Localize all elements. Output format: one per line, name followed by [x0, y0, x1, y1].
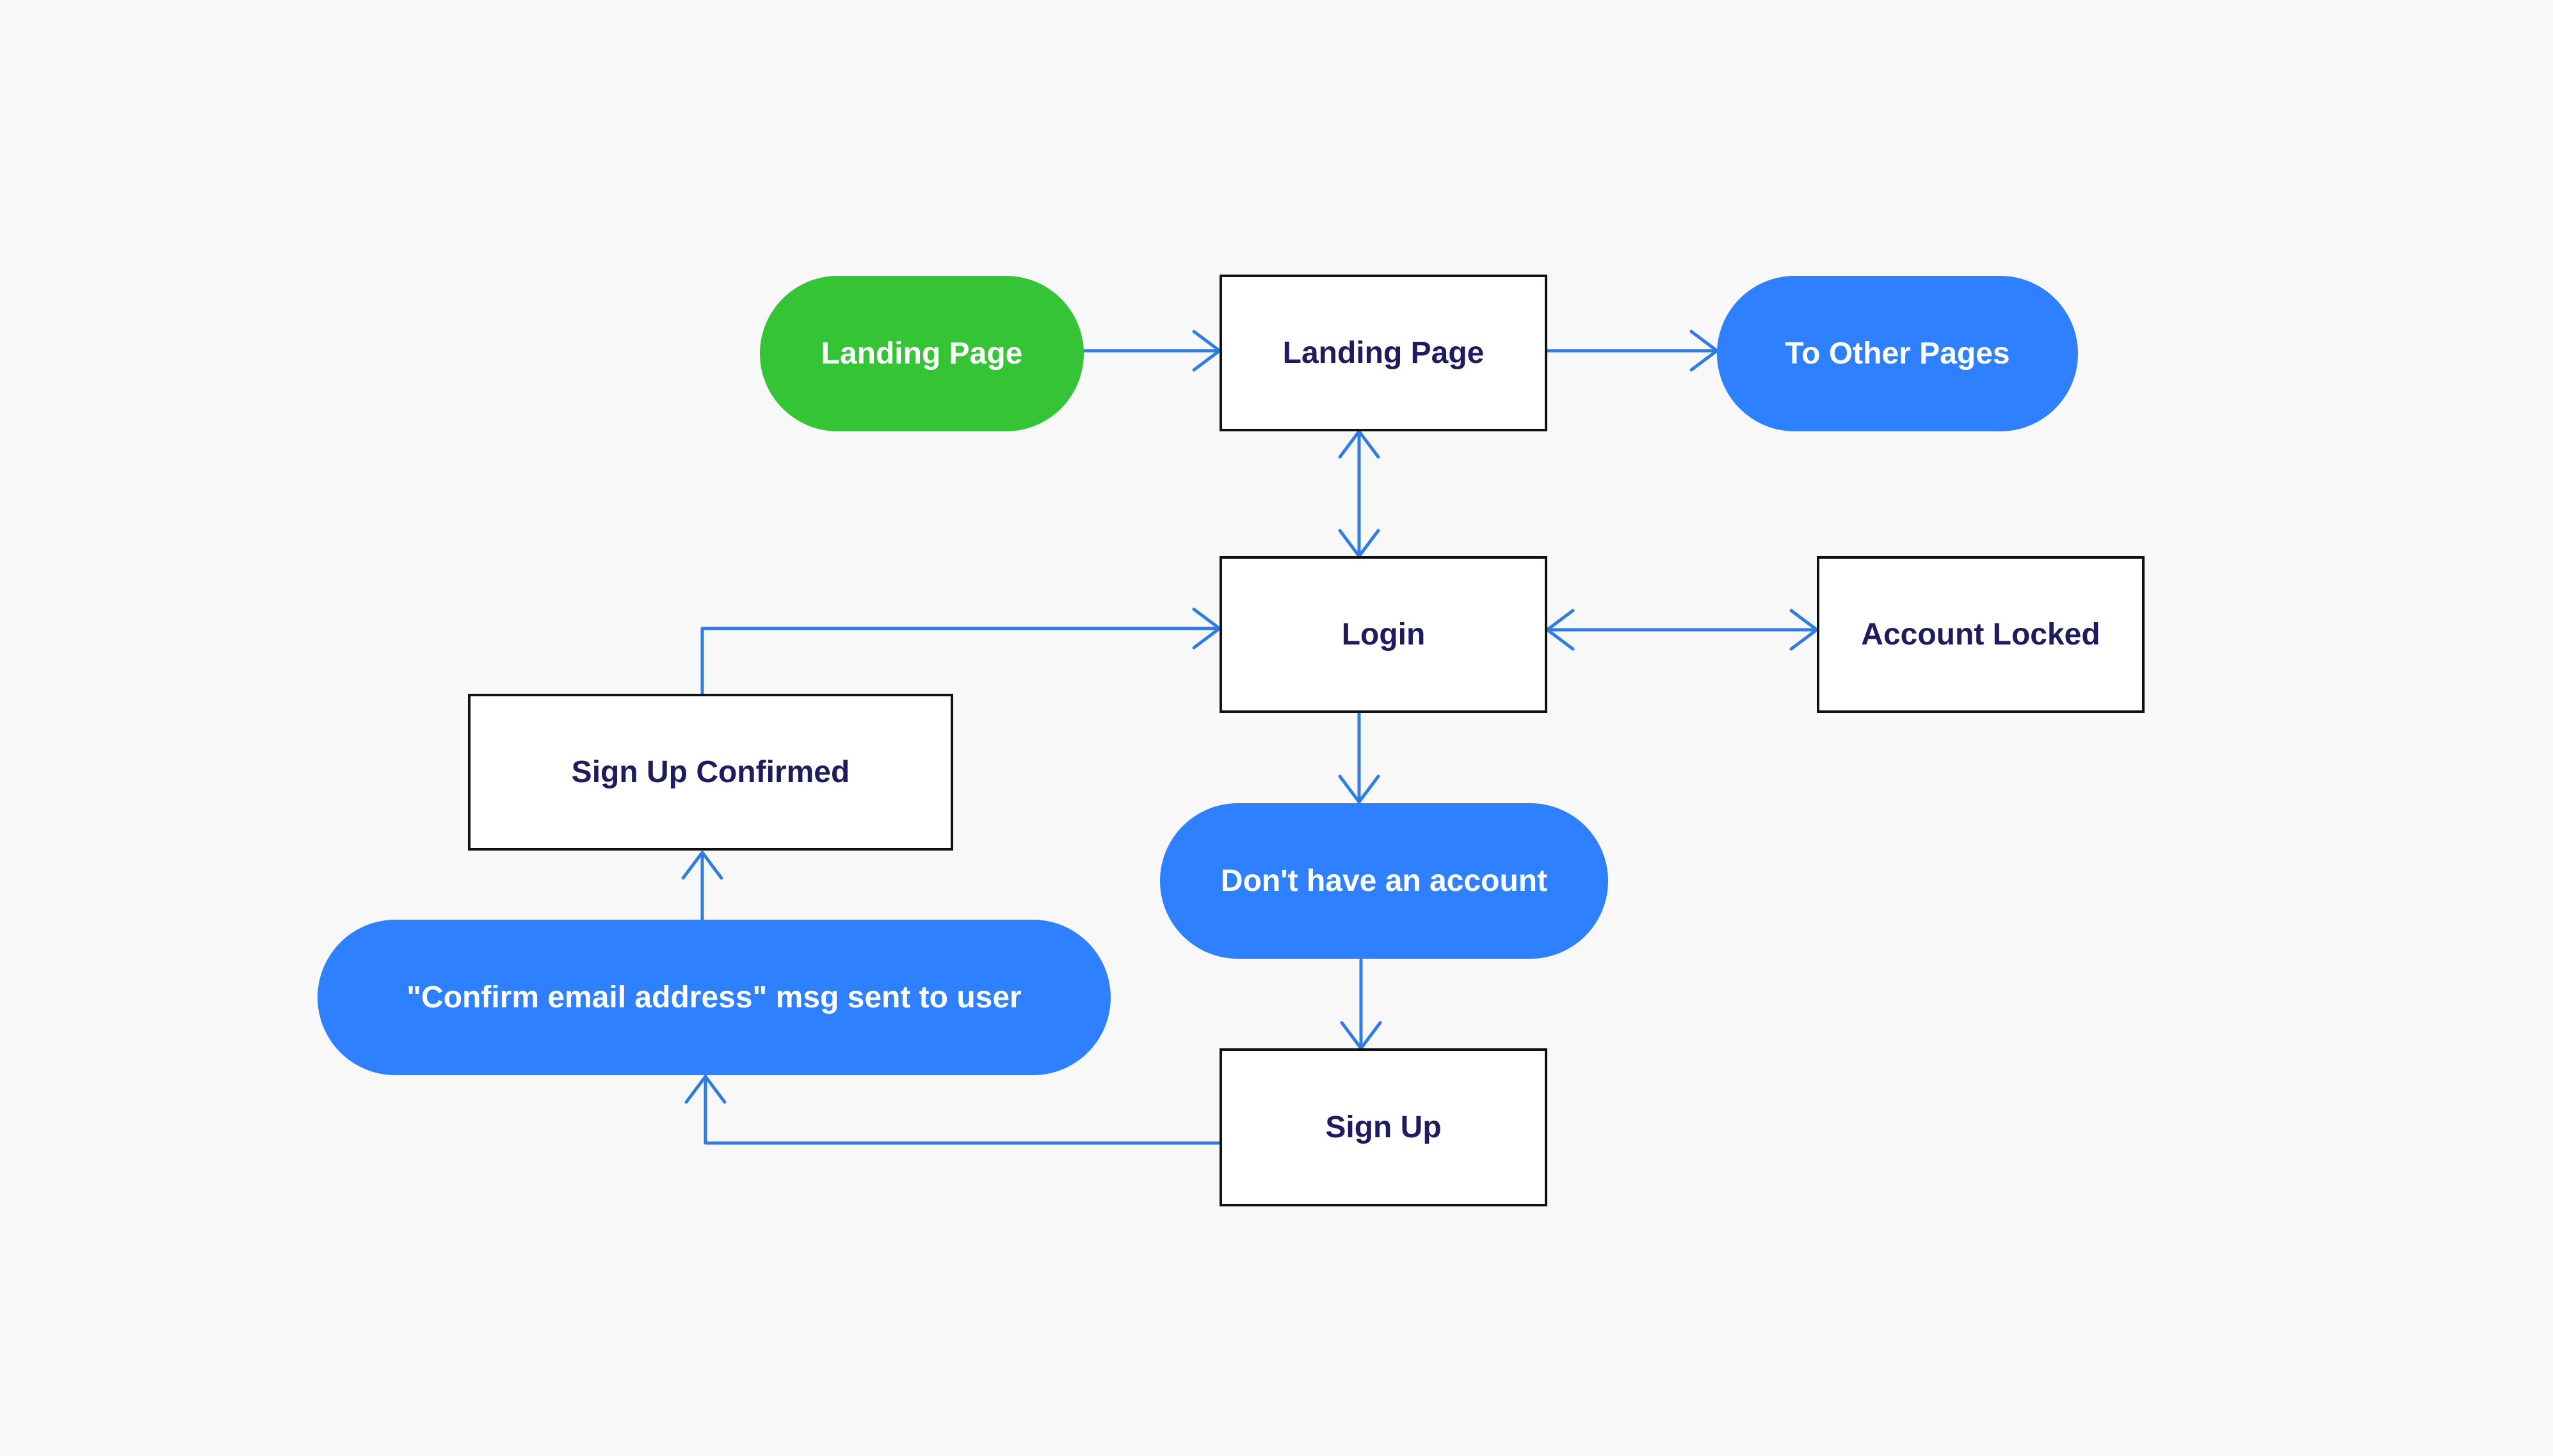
connector-confirm-email-to-sign-up-confirmed [681, 851, 723, 922]
account-locked-box[interactable]: Account Locked [1817, 556, 2145, 713]
connector-login-account-locked [1545, 609, 1819, 651]
login-box[interactable]: Login [1220, 556, 1547, 713]
connector-start-to-landing-page [1082, 330, 1221, 372]
sign-up-confirmed-box[interactable]: Sign Up Confirmed [468, 694, 953, 851]
connector-landing-page-login [1338, 429, 1380, 558]
connector-landing-page-to-other-pages [1545, 330, 1719, 372]
to-other-pages-pill[interactable]: To Other Pages [1717, 276, 2078, 431]
no-account-pill[interactable]: Don't have an account [1160, 803, 1608, 959]
connector-no-account-to-sign-up [1340, 958, 1382, 1050]
sign-up-box[interactable]: Sign Up [1220, 1048, 1547, 1206]
landing-page-box[interactable]: Landing Page [1220, 275, 1547, 431]
connector-login-to-no-account [1338, 710, 1380, 804]
connector-sign-up-to-confirm-email [684, 1075, 1221, 1145]
start-landing-page-pill[interactable]: Landing Page [760, 276, 1084, 431]
connector-sign-up-confirmed-to-login [700, 607, 1221, 696]
confirm-email-pill[interactable]: "Confirm email address" msg sent to user [318, 920, 1111, 1075]
